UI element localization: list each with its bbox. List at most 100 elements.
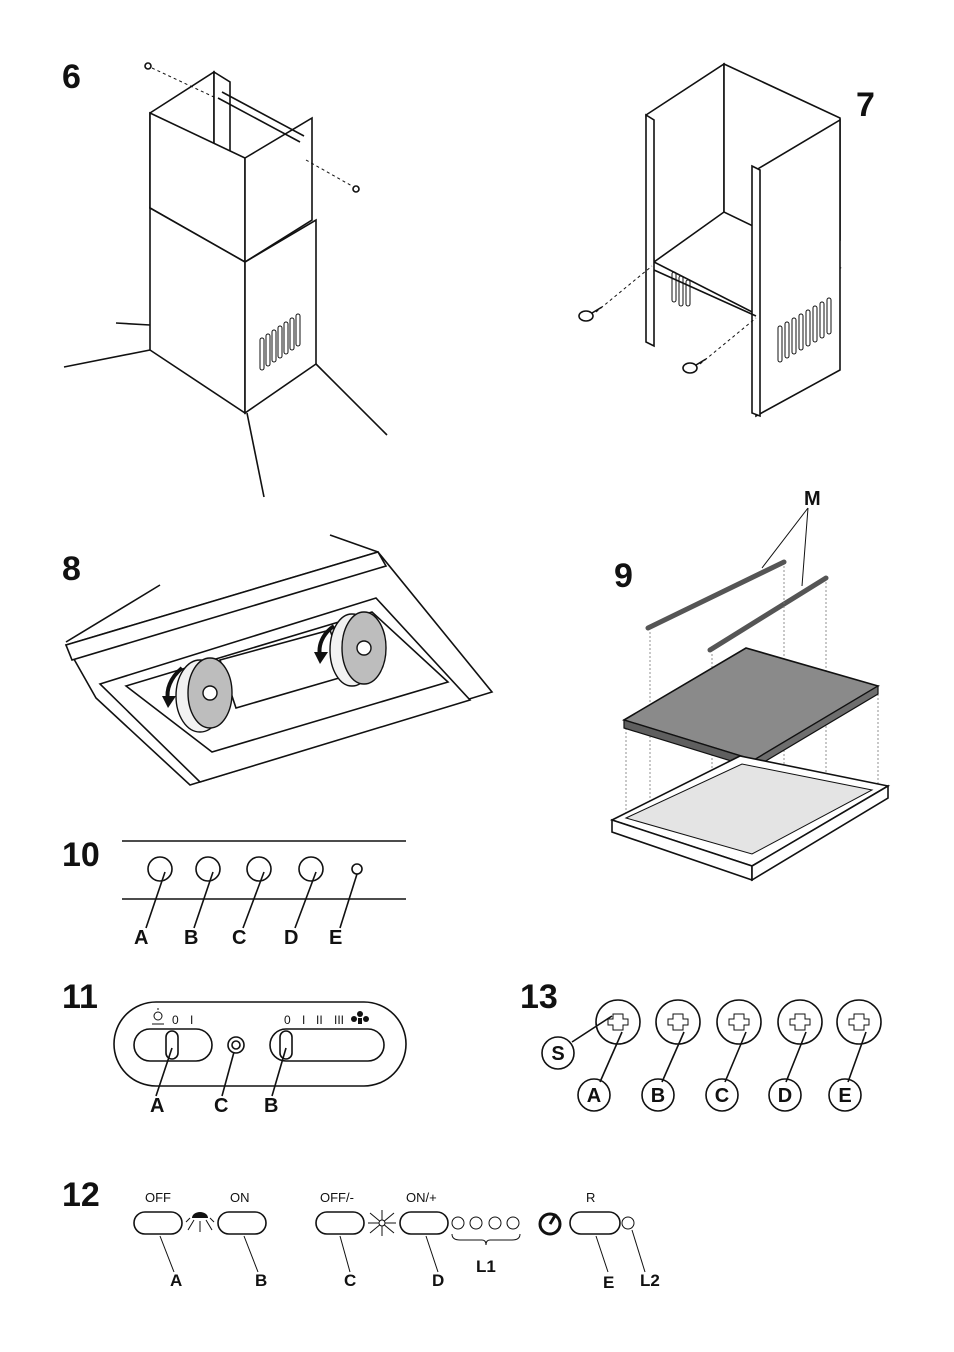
label-circle-b (641, 1078, 675, 1112)
figure-number-13: 13 (520, 978, 558, 1016)
label-12-l1: L1 (476, 1257, 496, 1276)
label-10-a: A (134, 927, 148, 949)
label-11-a: A (150, 1095, 164, 1117)
slider-panel (113, 1001, 407, 1087)
fan-slider-knob[interactable] (279, 1030, 293, 1060)
carbon-plate-top (622, 647, 880, 761)
hood-front-rim (64, 551, 388, 661)
button-c[interactable] (246, 856, 272, 882)
label-12-d: D (432, 1271, 444, 1290)
button-a[interactable] (147, 856, 173, 882)
figure-10: 10 A B C D E (62, 836, 406, 949)
carbon-filter-right (329, 611, 387, 687)
knob-d[interactable] (777, 999, 823, 1045)
light-on-button[interactable] (217, 1211, 267, 1235)
label-10-d: D (284, 927, 298, 949)
button-b[interactable] (195, 856, 221, 882)
label-circle-s (541, 1036, 575, 1070)
figure-number-11: 11 (62, 978, 98, 1016)
led-indicator-row (451, 1216, 520, 1230)
frame-right-panel (755, 118, 841, 418)
screw-icon (305, 159, 360, 193)
label-12-a: A (170, 1271, 182, 1290)
light-slider-knob[interactable] (165, 1030, 179, 1060)
screw-icon (682, 317, 757, 374)
fan-scale-0: 0 (284, 1013, 291, 1027)
l1-bracket (451, 1233, 521, 1246)
light-scale-0: 0 (172, 1013, 179, 1027)
reset-button[interactable] (569, 1211, 621, 1235)
label-13-e: E (838, 1085, 851, 1107)
vent-slots-7b (777, 297, 832, 363)
fan-icon (368, 1210, 396, 1236)
label-12-e: E (603, 1273, 614, 1292)
label-12-l2: L2 (640, 1271, 660, 1290)
figure-12: 12 OFF ON OFF/- ON/+ R (62, 1176, 660, 1292)
figure-number-10: 10 (62, 836, 100, 874)
knob-e[interactable] (836, 999, 882, 1045)
caption-off-minus: OFF/- (320, 1190, 354, 1205)
fan-scale-1: I (302, 1013, 305, 1027)
grease-filter-mesh (624, 763, 874, 855)
caption-on-plus: ON/+ (406, 1190, 437, 1205)
label-circle-a (577, 1078, 611, 1112)
figure-number-6: 6 (62, 58, 81, 96)
figure-number-9: 9 (614, 557, 633, 595)
figure-number-7: 7 (856, 86, 875, 124)
vent-slots-7a (671, 271, 691, 307)
knob-c[interactable] (716, 999, 762, 1045)
label-13-s: S (551, 1043, 564, 1065)
label-circle-c (705, 1078, 739, 1112)
clip-rod-2 (707, 575, 829, 653)
knob-b[interactable] (655, 999, 701, 1045)
screw-icon (144, 62, 217, 99)
frame-right-edge (751, 164, 761, 418)
label-13-b: B (651, 1085, 665, 1107)
label-10-e: E (329, 927, 342, 949)
label-12-b: B (255, 1271, 267, 1290)
button-d[interactable] (298, 856, 324, 882)
label-13-d: D (778, 1085, 792, 1107)
figure-number-8: 8 (62, 550, 81, 588)
led-icon (351, 863, 363, 875)
fan-up-button[interactable] (399, 1211, 449, 1235)
label-10-b: B (184, 927, 198, 949)
light-scale-1: I (190, 1013, 193, 1027)
label-11-c: C (214, 1095, 228, 1117)
screw-icon (578, 265, 653, 322)
label-circle-e (828, 1078, 862, 1112)
light-off-button[interactable] (133, 1211, 183, 1235)
clip-rod-1 (645, 559, 787, 631)
arrow-icon (162, 666, 184, 708)
figure-9: 9 M (609, 488, 891, 882)
indicator-lamp (227, 1036, 245, 1054)
label-10-c: C (232, 927, 246, 949)
figure-8: 8 (62, 534, 494, 786)
label-13-c: C (715, 1085, 729, 1107)
figure-7: 7 (578, 62, 875, 418)
caption-off: OFF (145, 1190, 171, 1205)
led-icon (488, 1216, 502, 1230)
fan-icon (351, 1011, 369, 1024)
led-icon (469, 1216, 483, 1230)
arrow-icon (314, 624, 336, 664)
light-bulb-icon (185, 1212, 215, 1232)
fan-scale-2: II (316, 1013, 323, 1027)
label-13-a: A (587, 1085, 601, 1107)
figure-6: 6 (62, 58, 388, 498)
caption-on: ON (230, 1190, 250, 1205)
light-bulb-icon (152, 1008, 164, 1025)
fan-slider-track (269, 1028, 385, 1062)
vent-slots-6 (259, 313, 301, 371)
label-circle-d (768, 1078, 802, 1112)
timer-icon (538, 1212, 562, 1236)
label-11-b: B (264, 1095, 278, 1117)
carbon-filter-left (175, 657, 233, 733)
figure-13: 13 S A B (520, 978, 882, 1112)
led-icon (451, 1216, 465, 1230)
led-icon (506, 1216, 520, 1230)
upper-chimney-right (244, 116, 313, 264)
label-m: M (804, 488, 821, 510)
fan-down-button[interactable] (315, 1211, 365, 1235)
